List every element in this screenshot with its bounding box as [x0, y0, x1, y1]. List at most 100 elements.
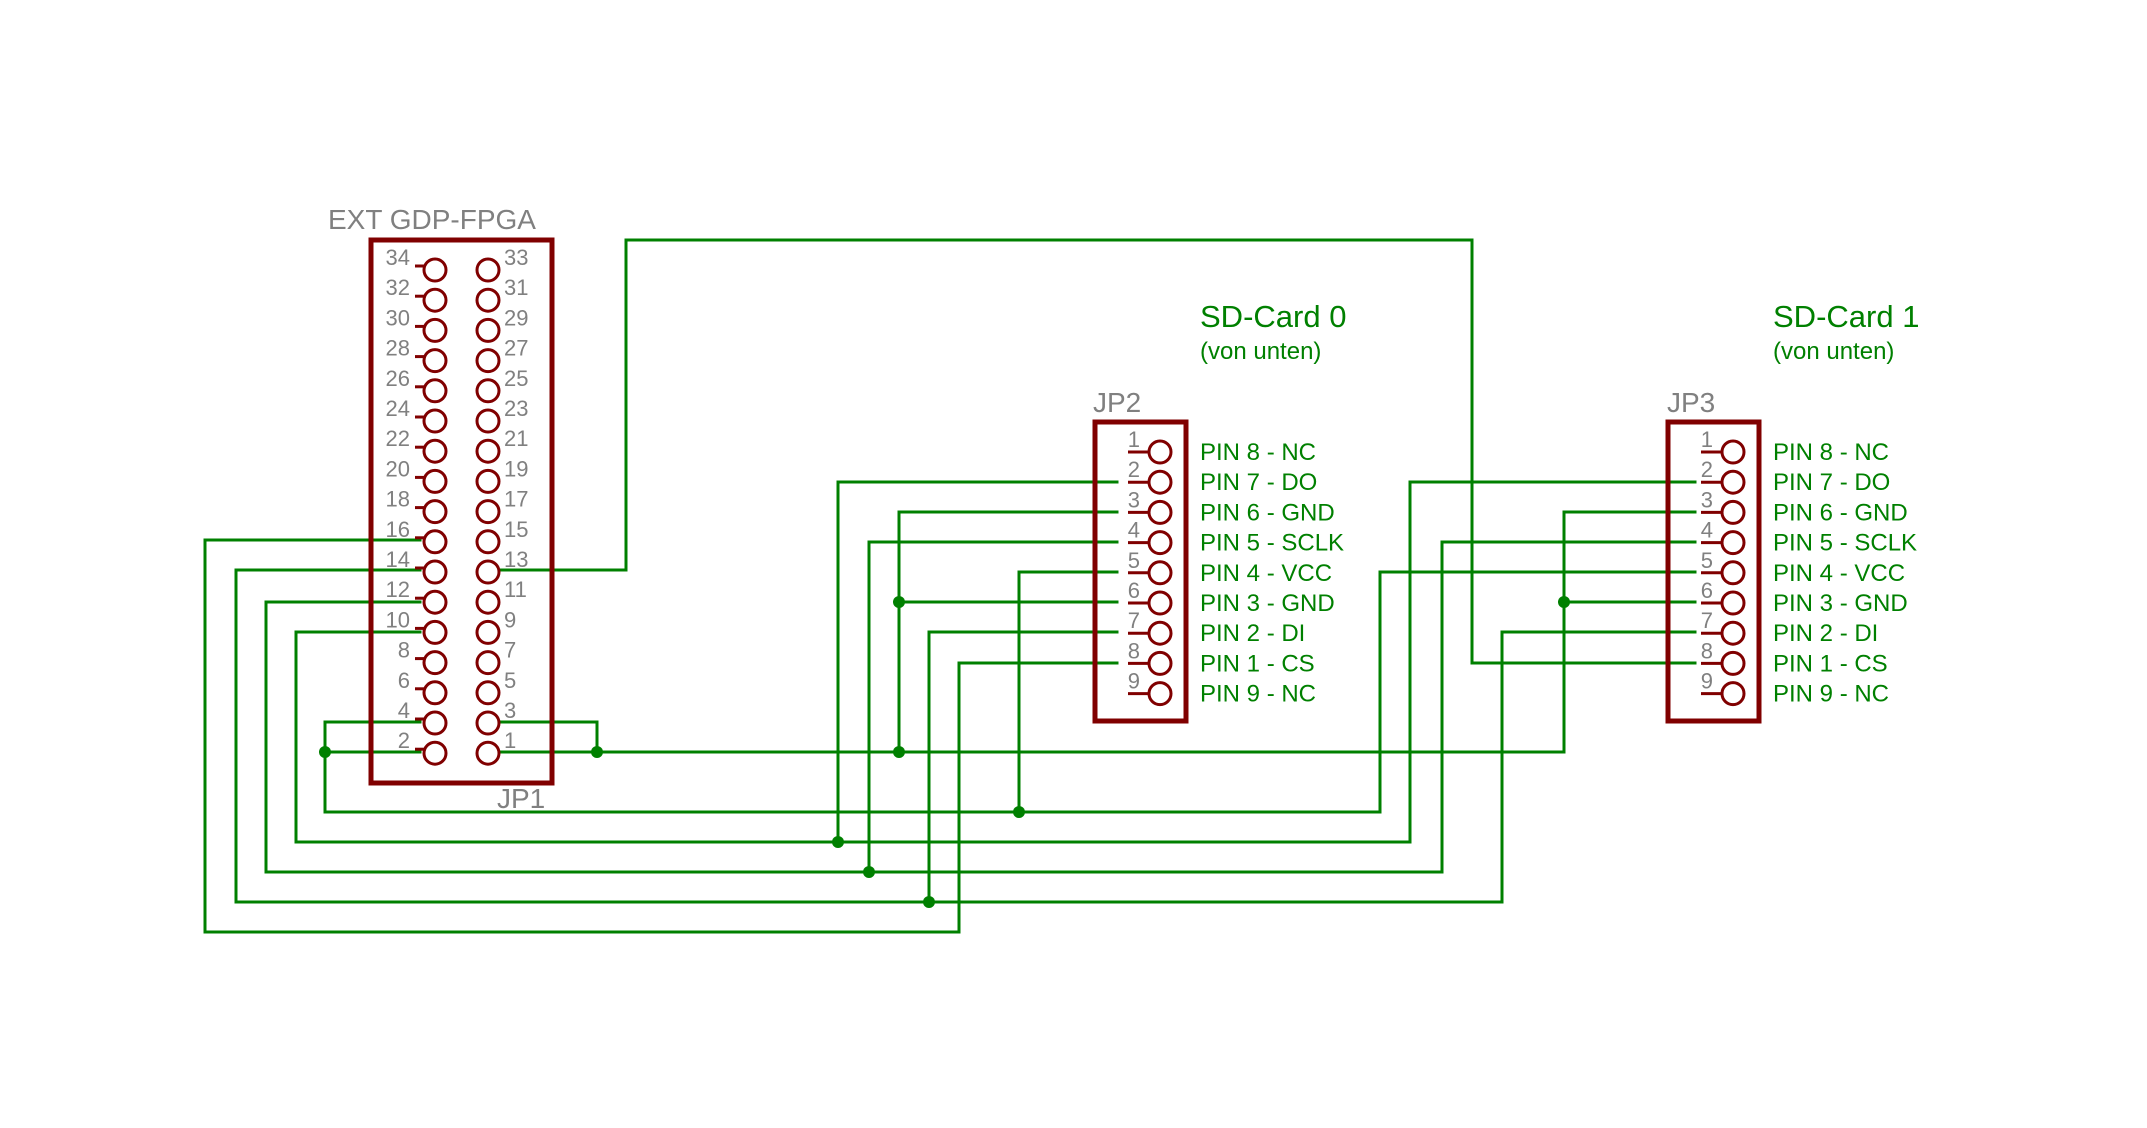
jp1-pin-number: 34 [386, 245, 410, 270]
jp2-pin-5 [1147, 560, 1173, 586]
wire-cs1 [483, 238, 1697, 665]
jp1-pin-number: 30 [386, 305, 410, 330]
jp1-pin-number: 5 [504, 668, 516, 693]
jp1-pin-7 [475, 650, 501, 676]
jp1-pin-31 [475, 287, 501, 313]
jp2-pin-7 [1147, 620, 1173, 646]
wire-jp2-vcc [1017, 570, 1119, 814]
jp3-pin-1 [1720, 439, 1746, 465]
jp2-pin-number: 1 [1128, 427, 1140, 452]
jp2-pin-number: 4 [1128, 518, 1140, 543]
jp1-pin-30 [422, 317, 448, 343]
jp3-pin-7 [1720, 620, 1746, 646]
jp1-pin-number: 27 [504, 336, 528, 361]
jp1-pin-number: 11 [504, 577, 527, 602]
jp1-pin-number: 33 [504, 245, 528, 270]
junction-dot [319, 746, 331, 758]
jp1-pin-number: 24 [386, 396, 410, 421]
wire-cs0 [203, 538, 1119, 934]
jp3-pin-label: PIN 8 - NC [1773, 439, 1889, 466]
jp2-pin-2 [1147, 469, 1173, 495]
jp1-pin-11 [475, 589, 501, 615]
jp1-pin-6 [422, 680, 448, 706]
wire-vcc [323, 570, 1697, 814]
jp1-pin-17 [475, 499, 501, 525]
jp1-pin-8 [422, 650, 448, 676]
jp3-pin-number: 9 [1701, 669, 1713, 694]
wire-di [234, 568, 1697, 904]
jp1-header-name: EXT GDP-FPGA [328, 204, 536, 235]
jp3-pin-label: PIN 5 - SCLK [1773, 530, 1917, 557]
jp2-pin-label: PIN 2 - DI [1200, 620, 1305, 647]
jp3-pin-number: 3 [1701, 487, 1713, 512]
jp1-pin-number: 3 [504, 698, 516, 723]
sd-card-1-title: SD-Card 1 [1773, 299, 1919, 334]
sd-card-0-subtitle: (von unten) [1200, 338, 1321, 365]
jp2-pin-number: 3 [1128, 487, 1140, 512]
jp2-pin-label: PIN 6 - GND [1200, 499, 1335, 526]
jp2-pin-1 [1147, 439, 1173, 465]
jp3-pin-number: 4 [1701, 518, 1713, 543]
jp1-pin-15 [475, 529, 501, 555]
jp1-pin-number: 6 [398, 668, 410, 693]
jp3-pin-4 [1720, 530, 1746, 556]
jp2-pin-label: PIN 8 - NC [1200, 439, 1316, 466]
junction-dot [832, 836, 844, 848]
junctions [319, 596, 1570, 908]
wire-sclk [264, 540, 1697, 874]
jp3-body [1665, 419, 1762, 724]
jp1-pin-number: 29 [504, 305, 528, 330]
jp3-pin-number: 8 [1701, 638, 1713, 663]
jp3-pin-number: 2 [1701, 457, 1713, 482]
jp1-pin-number: 17 [504, 487, 528, 512]
jp2-pin-label: PIN 7 - DO [1200, 469, 1317, 496]
junction-dot [893, 746, 905, 758]
jp1-pin-number: 13 [504, 547, 528, 572]
jp1-pin-16 [422, 529, 448, 555]
jp2-pin-label: PIN 3 - GND [1200, 590, 1335, 617]
jp1-pin-33 [475, 257, 501, 283]
wire-jp2-gnd6 [897, 510, 1119, 754]
jp1-pin-number: 25 [504, 366, 528, 391]
jp2-pin-label: PIN 9 - NC [1200, 681, 1316, 708]
jp1-pin-20 [422, 468, 448, 494]
jp1-pins: 3432302826242220181614121086423331292725… [386, 245, 528, 766]
sd-card-0-title: SD-Card 0 [1200, 299, 1346, 334]
jp1-pin-number: 4 [398, 698, 410, 723]
jp1-connector: EXT GDP-FPGA JP1 34323028262422201816141… [328, 204, 555, 814]
junction-dot [863, 866, 875, 878]
jp1-pin-34 [422, 257, 448, 283]
wire-jp2-di [927, 630, 1119, 904]
jp2-pin-number: 7 [1128, 608, 1140, 633]
jp1-pin-number: 32 [386, 275, 410, 300]
jp3-ref: JP3 [1667, 387, 1715, 418]
jp2-pin-number: 2 [1128, 457, 1140, 482]
jp2-pin-number: 9 [1128, 669, 1140, 694]
jp3-pin-label: PIN 7 - DO [1773, 469, 1890, 496]
jp1-pin-14 [422, 559, 448, 585]
jp1-pin-number: 28 [386, 336, 410, 361]
jp1-pin-4 [422, 710, 448, 736]
jp1-pin-25 [475, 378, 501, 404]
jp3-pin-label: PIN 2 - DI [1773, 620, 1878, 647]
jp1-pin-number: 7 [504, 638, 516, 663]
wire-jp2-sclk [867, 540, 1119, 874]
jp1-pin-3 [475, 710, 501, 736]
jp3-pin-2 [1720, 469, 1746, 495]
junction-dot [1013, 806, 1025, 818]
jp1-pin-28 [422, 348, 448, 374]
jp1-pin-5 [475, 680, 501, 706]
jp3-pin-9 [1720, 681, 1746, 707]
jp1-pin-number: 1 [504, 728, 516, 753]
jp2-pin-3 [1147, 499, 1173, 525]
wires [203, 238, 1697, 934]
junction-dot [1558, 596, 1570, 608]
jp2-pin-label: PIN 1 - CS [1200, 650, 1315, 677]
junction-dot [923, 896, 935, 908]
jp3-pin-label: PIN 1 - CS [1773, 650, 1888, 677]
junction-dot [893, 596, 905, 608]
jp1-pin-number: 26 [386, 366, 410, 391]
sd-card-1-subtitle: (von unten) [1773, 338, 1894, 365]
